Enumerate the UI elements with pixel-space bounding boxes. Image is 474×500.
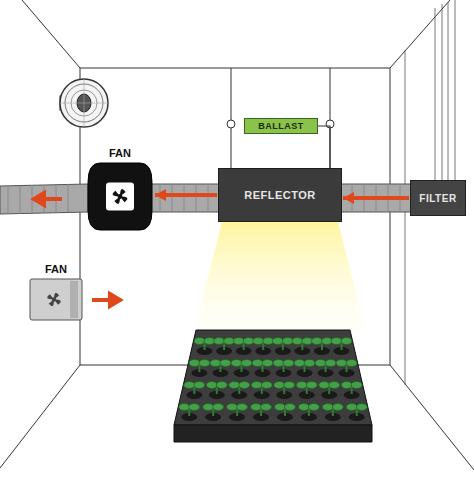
inline-fan: FAN	[86, 146, 154, 232]
fan-body	[28, 277, 84, 322]
wall-fan: FAN	[28, 262, 84, 322]
fan-label: FAN	[45, 262, 67, 277]
box-label: BALLAST	[258, 121, 304, 131]
box-label: FILTER	[419, 193, 456, 204]
fan-label: FAN	[109, 146, 131, 161]
reflector-box: REFLECTOR	[218, 168, 342, 222]
fan-shape	[28, 277, 84, 322]
air-duct	[0, 184, 412, 214]
connector	[343, 192, 409, 204]
box-label: REFLECTOR	[244, 189, 316, 201]
airflow-arrow	[92, 294, 120, 306]
fan-shape	[86, 161, 154, 232]
seedling-tray	[174, 330, 372, 442]
filter-box: FILTER	[410, 180, 466, 216]
light-cone	[194, 222, 366, 332]
fan-body	[86, 161, 154, 232]
ballast-box: BALLAST	[244, 118, 318, 134]
connector	[155, 189, 217, 201]
connector	[318, 126, 330, 168]
wall-oscillating-fan	[60, 79, 108, 127]
